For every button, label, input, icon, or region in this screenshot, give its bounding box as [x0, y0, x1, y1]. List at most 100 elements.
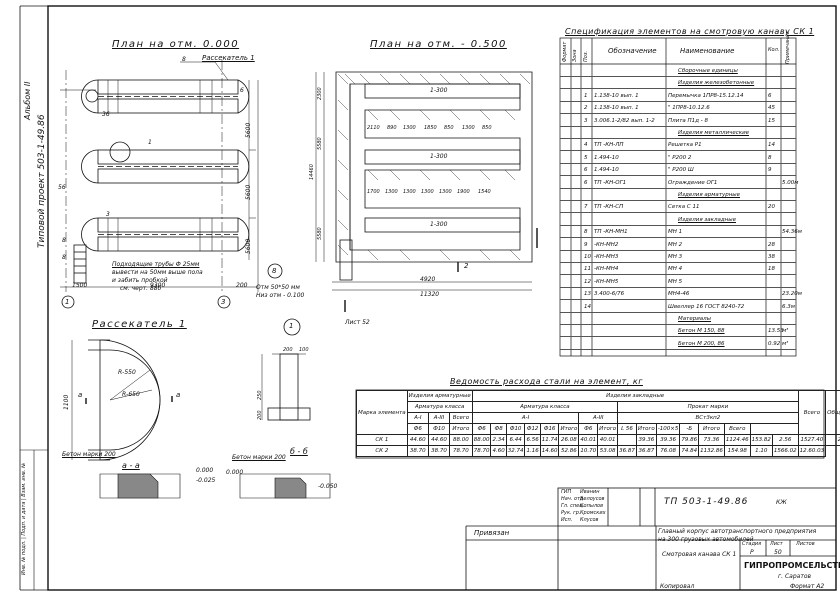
dim-right-3: 5600 [245, 238, 252, 254]
tb-role: Рук. гр. [561, 510, 581, 516]
spec-code: -КН-МН5 [594, 278, 619, 285]
spec-name: Сетка С 11 [668, 204, 700, 211]
rassekatel-drawing [71, 339, 331, 499]
spec-row-line [560, 113, 796, 115]
dim-top-3: 1300 [403, 125, 416, 131]
spec-pos: 3 [584, 117, 588, 124]
callout-8c: 8 [62, 254, 66, 261]
vedom-cell: 39.36 [635, 434, 657, 446]
spec-h-qty: Кол. [768, 47, 780, 53]
vedom-cell: 40.01 [578, 434, 599, 446]
spec-pos: 6 [584, 167, 588, 174]
vedom-cell: 40.01 [597, 434, 619, 446]
spec-row-line [560, 100, 796, 102]
vedom-cell: 1566.02 [771, 445, 799, 457]
dim-small-4: 200 [257, 410, 263, 420]
spec-code: ТП -КН-СП [594, 204, 624, 211]
vedom-col-header: Ф6 [406, 423, 429, 435]
spec-row-line [560, 324, 796, 325]
mark-0025: -0.025 [196, 477, 216, 484]
section-a-left: а [78, 391, 83, 399]
spec-row: Изделия металлические [560, 128, 796, 139]
spec-name: " Р200 Ш [668, 167, 694, 174]
concrete-label-2: Бетон марки 200 [232, 454, 286, 461]
spec-qty: 14 [768, 142, 775, 149]
dim-bottom-2: 9300 [150, 282, 166, 289]
plan-0500-drawing [315, 71, 538, 312]
spec-code: 1.138-10 вып. 1 [594, 105, 639, 112]
tb-doc-code: ТП 503-1-49.86 [664, 497, 749, 507]
vedom-cell: 26.08 [558, 434, 580, 446]
spec-pos: 5 [584, 154, 588, 161]
spec-name: Бетон М 200, 86 [678, 340, 725, 347]
spec-qty: 15 [768, 117, 775, 124]
axis-8-label: 8 [272, 267, 277, 275]
dim-top-2: 890 [387, 125, 397, 131]
spec-row-line [560, 286, 796, 288]
spec-note: м³ [782, 328, 789, 335]
note-tubes-1: Подходящие трубы Ф 25мм [112, 261, 200, 268]
vedom-h-mark: Марка элемента [356, 390, 408, 435]
vedom-col-header: Итого [449, 423, 473, 435]
vedom-cell: 153.82 [749, 434, 773, 446]
vedom-cell: 2.17.63 [825, 434, 840, 446]
radius-2: R-650 [122, 391, 140, 398]
spec-note: м³ [782, 340, 789, 347]
spec-pos: 13 [584, 291, 591, 298]
spec-name: МН 4 [668, 266, 683, 273]
vedom-col-header: Ф16 [539, 423, 560, 435]
vedom-cell: 1124.46 [723, 434, 751, 446]
tb-role: Исп. [561, 517, 573, 523]
radius-1: R-550 [118, 369, 136, 376]
vedom-table: Марка элемента Изделия арматурные Издели… [356, 390, 840, 457]
vedom-col-header: Ф12 [524, 423, 541, 435]
spec-pos: 12 [584, 278, 591, 285]
vedom-cell: 154.98 [723, 445, 751, 457]
spec-qty: 9 [768, 167, 772, 174]
dim-mid-7: 1540 [478, 189, 491, 195]
spec-name: Решетка Р1 [668, 142, 702, 149]
dim-top-4: 1850 [424, 125, 437, 131]
spec-row-line [560, 311, 796, 313]
vedom-cell: 88.00 [471, 434, 492, 446]
spec-h-note: Примечание [785, 31, 791, 64]
vedom-h-total: Всего [797, 390, 827, 435]
spec-row-line [560, 150, 796, 152]
spec-h-name: Наименование [680, 47, 735, 55]
vedom-cell: 78.70 [449, 445, 473, 457]
callout-8b: 8 [62, 237, 66, 244]
spec-code: 3.006.1-2/82 вып. 1-2 [594, 117, 655, 124]
spec-name: МН 1 [668, 229, 683, 236]
callout-3: 3 [106, 211, 110, 218]
sheet-frame [47, 5, 837, 591]
spec-row-line [560, 88, 796, 90]
vedom-cell: 53.08 [597, 445, 619, 457]
spec-pos: 7 [584, 204, 588, 211]
bay-2 [81, 141, 250, 184]
vedom-cell: 10.70 [578, 445, 599, 457]
callout-8a: 8 [182, 56, 186, 63]
vedom-cell: 74.84 [679, 445, 700, 457]
spec-row-line [560, 200, 796, 201]
spec-name: МН4-46 [668, 291, 690, 298]
spec-pos: 14 [584, 303, 591, 310]
vedom-cell: 38.70 [406, 445, 429, 457]
axis-1-label: 1 [65, 298, 70, 306]
spec-qty: 45 [768, 105, 775, 112]
dim-mid-6: 1900 [457, 189, 470, 195]
dim-1100: 1100 [63, 394, 70, 410]
vedom-sub-a3: А-III [427, 412, 451, 424]
spec-name: Швеллер 16 ГОСТ 8240-72 [668, 303, 745, 310]
spec-h-pos: Поз. [583, 50, 589, 62]
note-tubes-3: и забить пробкой [112, 277, 168, 284]
vedom-col-header: Всего [723, 423, 751, 435]
vedom-col-header: Ф10 [427, 423, 451, 435]
spec-row-line [560, 262, 796, 263]
tb-name: Белоусов [580, 496, 605, 502]
spec-qty: 28 [768, 241, 775, 248]
vedom-h-arm2: Арматура класса [406, 401, 473, 413]
